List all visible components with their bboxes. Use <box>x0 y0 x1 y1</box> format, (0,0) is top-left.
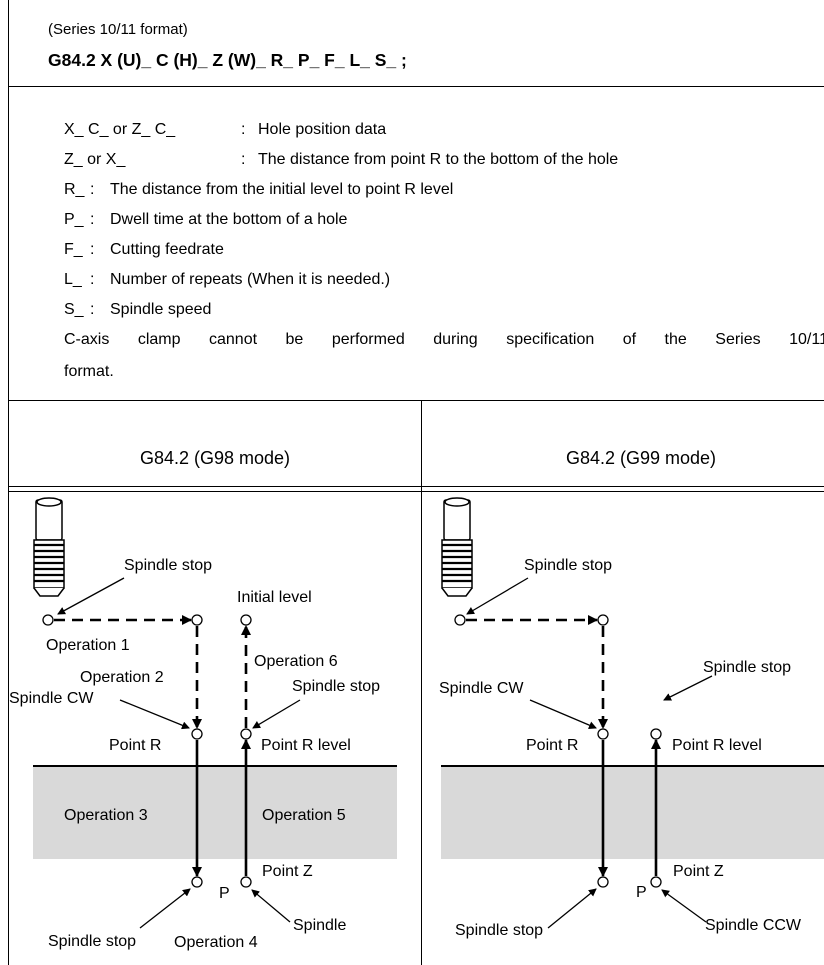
param-key-s: S_ <box>64 301 84 318</box>
clamp-note: C-axis clamp cannot be performed during … <box>64 330 824 350</box>
right-label-point-r: Point R <box>526 737 578 754</box>
command-syntax: G84.2 X (U)_ C (H)_ Z (W)_ R_ P_ F_ L_ S… <box>48 50 407 70</box>
note-word: specification <box>506 331 595 348</box>
right-label-spindle-stop-top: Spindle stop <box>524 557 612 574</box>
note-word: cannot <box>209 331 258 348</box>
right-label-point-r-level: Point R level <box>672 737 762 754</box>
right-workpiece <box>441 766 824 859</box>
right-diagram <box>441 497 824 929</box>
note-word: during <box>433 331 478 348</box>
right-point-r-level <box>650 728 662 740</box>
title-divider-bottom <box>8 491 824 492</box>
param-sep: : <box>90 241 95 258</box>
param-desc-r: The distance from the initial level to p… <box>110 181 454 198</box>
left-leader-spindle <box>251 889 291 923</box>
right-leader-spindle-ccw <box>661 889 707 923</box>
param-desc-l: Number of repeats (When it is needed.) <box>110 271 391 288</box>
note-word: be <box>285 331 304 348</box>
left-label-spindle-stop-bottom: Spindle stop <box>48 933 136 950</box>
left-label-point-r-level: Point R level <box>261 737 351 754</box>
left-initial-point <box>191 614 203 626</box>
left-label-operation-4: Operation 4 <box>174 934 258 951</box>
right-point-z-return <box>650 876 662 888</box>
right-label-spindle-ccw: Spindle CCW <box>705 917 802 934</box>
left-leader-spindle-stop-bottom <box>139 888 191 929</box>
left-point-z <box>191 876 203 888</box>
left-label-point-z: Point Z <box>262 863 313 880</box>
param-key-l: L_ <box>64 271 82 288</box>
left-leader-spindle-cw <box>119 699 190 730</box>
note-word: performed <box>331 331 405 348</box>
param-sep: : <box>90 301 95 318</box>
left-point-z-return <box>240 876 252 888</box>
note-word: 10/11 <box>789 331 824 348</box>
right-column-title: G84.2 (G99 mode) <box>565 448 717 468</box>
right-point-z <box>597 876 609 888</box>
param-desc-f: Cutting feedrate <box>110 241 224 258</box>
left-initial-level-point <box>240 614 252 626</box>
right-leader-spindle-stop <box>466 577 529 615</box>
left-label-operation-5: Operation 5 <box>262 807 346 824</box>
left-start-point <box>42 614 54 626</box>
left-label-spindle-stop-top: Spindle stop <box>124 557 212 574</box>
section-divider <box>8 400 824 401</box>
left-diagram <box>33 497 397 929</box>
note-word: Series <box>715 331 761 348</box>
clamp-note-end: format. <box>64 363 114 380</box>
format-note: (Series 10/11 format) <box>48 21 188 38</box>
left-label-p: P <box>219 885 230 902</box>
left-leader-spindle-stop-r <box>252 699 301 729</box>
param-key-position: X_ C_ or Z_ C_ <box>64 121 176 138</box>
note-word: clamp <box>137 331 181 348</box>
left-label-operation-2: Operation 2 <box>80 669 164 686</box>
param-desc-distance: The distance from point R to the bottom … <box>258 151 619 168</box>
param-sep: : <box>241 121 246 138</box>
param-sep: : <box>90 181 95 198</box>
param-key-f: F_ <box>64 241 83 258</box>
left-label-operation-3: Operation 3 <box>64 807 148 824</box>
right-label-p: P <box>636 884 647 901</box>
left-label-spindle: Spindle <box>293 917 346 934</box>
header-divider <box>8 86 824 87</box>
param-desc-s: Spindle speed <box>110 301 212 318</box>
left-workpiece <box>33 766 397 859</box>
note-word: the <box>664 331 687 348</box>
param-sep: : <box>90 211 95 228</box>
left-column-title: G84.2 (G98 mode) <box>139 448 291 468</box>
param-sep: : <box>241 151 246 168</box>
param-desc-position: Hole position data <box>258 121 387 138</box>
note-word: C-axis <box>64 331 110 348</box>
param-key-p: P_ <box>64 211 84 228</box>
param-key-distance: Z_ or X_ <box>64 151 126 168</box>
column-divider <box>421 400 422 965</box>
left-tap-tool <box>33 497 65 597</box>
right-leader-spindle-stop-r <box>663 675 713 701</box>
note-word: of <box>622 331 637 348</box>
left-point-r <box>191 728 203 740</box>
right-label-spindle-cw: Spindle CW <box>439 680 524 697</box>
right-tap-tool <box>441 497 473 597</box>
left-point-r-level <box>240 728 252 740</box>
left-label-initial-level: Initial level <box>237 589 312 606</box>
left-leader-spindle-stop <box>57 577 125 615</box>
outer-frame <box>8 0 824 965</box>
left-label-point-r: Point R <box>109 737 161 754</box>
right-label-point-z: Point Z <box>673 863 724 880</box>
right-label-spindle-stop-bottom: Spindle stop <box>455 922 543 939</box>
param-sep: : <box>90 271 95 288</box>
right-initial-point <box>597 614 609 626</box>
right-leader-spindle-stop-bottom <box>547 888 597 929</box>
right-start-point <box>454 614 466 626</box>
left-label-operation-1: Operation 1 <box>46 637 130 654</box>
left-label-spindle-cw: Spindle CW <box>9 690 94 707</box>
left-label-spindle-stop-r: Spindle stop <box>292 678 380 695</box>
param-desc-p: Dwell time at the bottom of a hole <box>110 211 348 228</box>
title-divider-top <box>8 486 824 487</box>
right-point-r <box>597 728 609 740</box>
right-label-spindle-stop-r: Spindle stop <box>703 659 791 676</box>
right-leader-spindle-cw <box>529 699 597 729</box>
left-label-operation-6: Operation 6 <box>254 653 338 670</box>
param-key-r: R_ <box>64 181 85 198</box>
